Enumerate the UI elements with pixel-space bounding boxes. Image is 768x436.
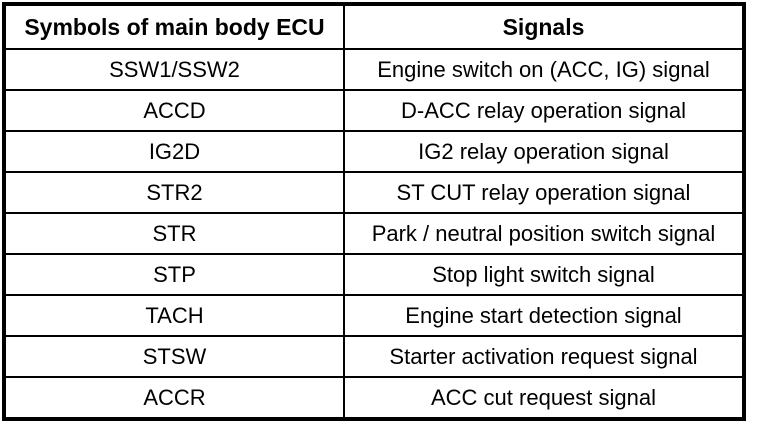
symbol-cell: STP bbox=[3, 253, 345, 296]
table-row: STP Stop light switch signal bbox=[3, 253, 745, 296]
symbol-cell: IG2D bbox=[3, 130, 345, 173]
symbol-cell: STR2 bbox=[3, 171, 345, 214]
signal-cell: Engine switch on (ACC, IG) signal bbox=[343, 48, 745, 91]
symbol-cell: SSW1/SSW2 bbox=[3, 48, 345, 91]
signal-cell: Stop light switch signal bbox=[343, 253, 745, 296]
table-row: ACCD D-ACC relay operation signal bbox=[3, 89, 745, 132]
table-row: STR Park / neutral position switch signa… bbox=[3, 212, 745, 255]
symbol-cell: STR bbox=[3, 212, 345, 255]
signal-cell: D-ACC relay operation signal bbox=[343, 89, 745, 132]
symbol-cell: TACH bbox=[3, 294, 345, 337]
table-row: ACCR ACC cut request signal bbox=[3, 376, 745, 420]
signal-cell: ST CUT relay operation signal bbox=[343, 171, 745, 214]
symbol-cell: ACCR bbox=[3, 376, 345, 420]
table-row: TACH Engine start detection signal bbox=[3, 294, 745, 337]
symbol-cell: ACCD bbox=[3, 89, 345, 132]
table-row: STR2 ST CUT relay operation signal bbox=[3, 171, 745, 214]
ecu-signals-table: Symbols of main body ECU Signals SSW1/SS… bbox=[2, 2, 746, 421]
signal-cell: Starter activation request signal bbox=[343, 335, 745, 378]
table-row: STSW Starter activation request signal bbox=[3, 335, 745, 378]
column-header-symbols: Symbols of main body ECU bbox=[3, 3, 345, 50]
signal-cell: Park / neutral position switch signal bbox=[343, 212, 745, 255]
column-header-signals: Signals bbox=[343, 3, 745, 50]
table-row: SSW1/SSW2 Engine switch on (ACC, IG) sig… bbox=[3, 48, 745, 91]
table-header-row: Symbols of main body ECU Signals bbox=[3, 3, 745, 50]
signal-cell: ACC cut request signal bbox=[343, 376, 745, 420]
signal-cell: Engine start detection signal bbox=[343, 294, 745, 337]
symbol-cell: STSW bbox=[3, 335, 345, 378]
signal-cell: IG2 relay operation signal bbox=[343, 130, 745, 173]
table-row: IG2D IG2 relay operation signal bbox=[3, 130, 745, 173]
